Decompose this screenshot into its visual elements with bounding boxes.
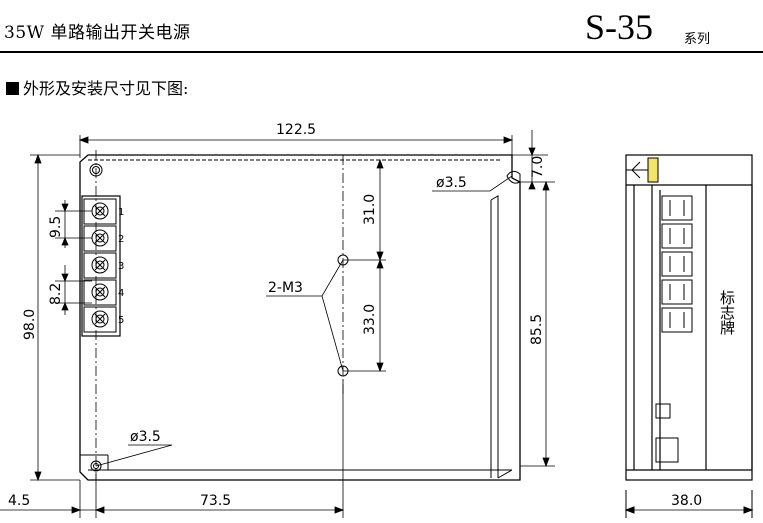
dim-hole-spacing: 73.5 [200, 493, 231, 509]
dim-hole-pitch: 33.0 [362, 304, 378, 335]
terminal-number: 3 [118, 261, 124, 272]
side-view-body [625, 154, 753, 481]
front-view-body [79, 154, 521, 481]
intro-text: 外形及安装尺寸见下图: [23, 79, 189, 98]
dim-hole-top: 31.0 [362, 194, 378, 225]
terminal-number: 1 [118, 207, 124, 218]
dim-left-offset: 4.5 [8, 493, 30, 509]
intro-line: 外形及安装尺寸见下图: [6, 75, 188, 99]
dim-top-offset: 7.0 [530, 156, 546, 178]
dim-terminal-group: 8.2 [48, 283, 64, 305]
hole-diameter-bottom-label: ø3.5 [130, 429, 161, 445]
bullet-square [6, 82, 19, 95]
dim-width: 122.5 [276, 122, 316, 138]
dim-mount-height: 85.5 [529, 314, 545, 345]
thread-label: 2-M3 [268, 280, 303, 296]
model-number: S-35 [585, 7, 654, 47]
page-title: 35W 单路输出开关电源 [4, 23, 191, 43]
terminal-number: 5 [118, 315, 124, 326]
series-label: 系列 [684, 32, 711, 47]
terminal-number: 2 [118, 234, 124, 245]
header-rule [0, 51, 763, 53]
dim-terminal-pitch: 9.5 [48, 216, 64, 238]
dim-depth: 38.0 [671, 493, 702, 509]
terminal-number: 4 [118, 288, 124, 299]
dim-height: 98.0 [22, 309, 38, 340]
hole-diameter-top-label: ø3.5 [436, 175, 467, 191]
terminal-block [81, 195, 121, 337]
nameplate-label: 标志牌 [718, 290, 736, 335]
